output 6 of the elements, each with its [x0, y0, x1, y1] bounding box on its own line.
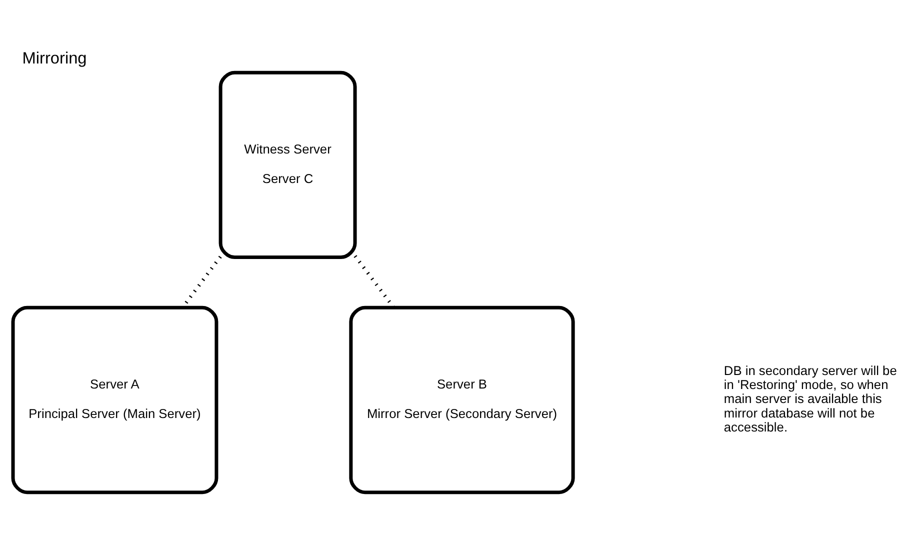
node-box: Server A Principal Server (Main Server) [11, 305, 218, 494]
diagram-title: Mirroring [22, 48, 87, 67]
label: DB in secondary server will be in 'Restoring' mode, so when main server is available this mirror database will not be accessible. [724, 362, 897, 434]
node-box: Witness Server Server C [218, 70, 357, 259]
node-box: Server B Mirror Server (Secondary Server) [349, 305, 575, 494]
connector [354, 254, 396, 308]
